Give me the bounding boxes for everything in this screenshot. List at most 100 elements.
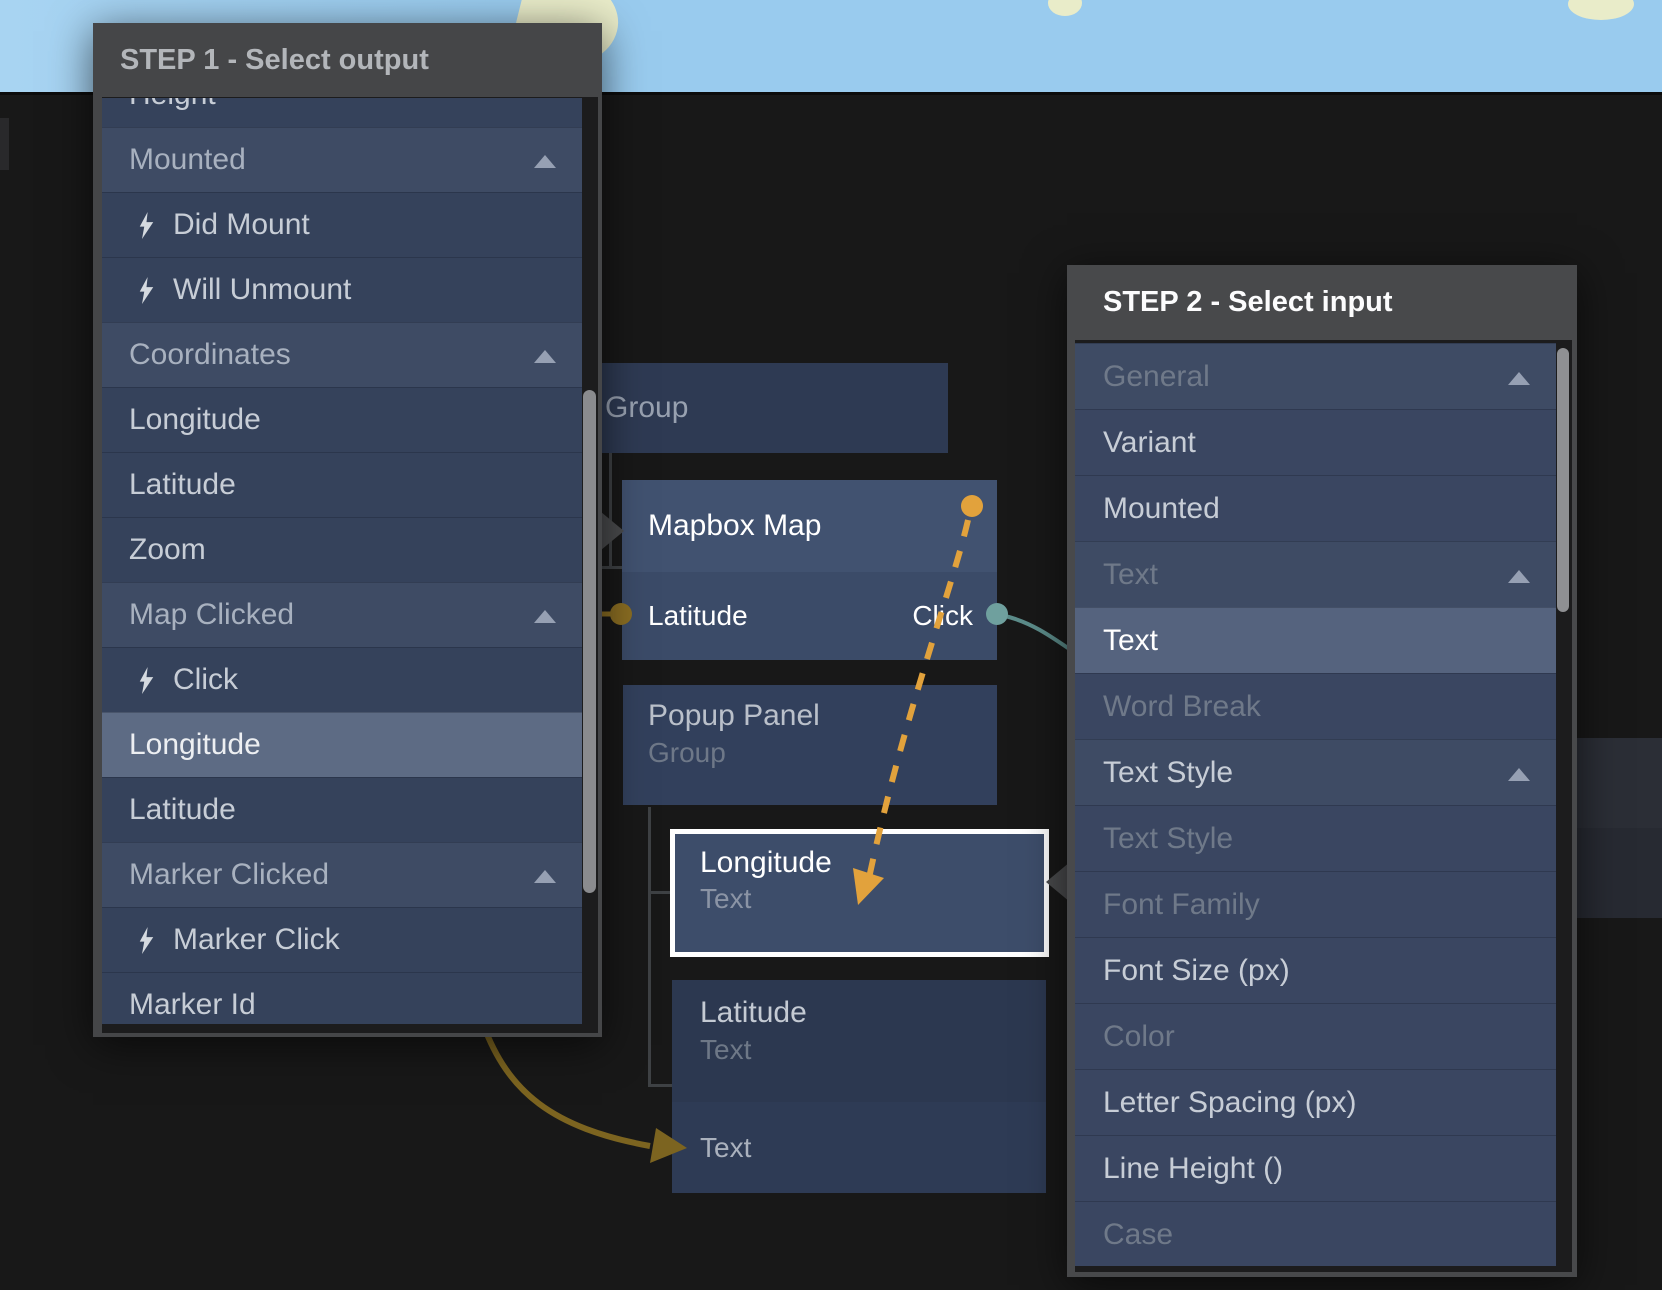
- step2-option-label: Text Style: [1103, 821, 1234, 855]
- step1-scrollbar-thumb[interactable]: [583, 390, 596, 893]
- step1-option-map-clicked[interactable]: Map Clicked: [102, 582, 582, 647]
- step1-option-label: Map Clicked: [129, 598, 295, 631]
- step1-option-longitude[interactable]: Longitude: [102, 712, 582, 777]
- text-input-port-label: Text: [700, 1131, 752, 1163]
- step1-option-longitude[interactable]: Longitude: [102, 387, 582, 452]
- step1-option-label: Coordinates: [129, 338, 291, 371]
- step1-option-marker-id[interactable]: Marker Id: [102, 972, 582, 1024]
- step2-option-variant[interactable]: Variant: [1075, 409, 1556, 475]
- step1-option-marker-click[interactable]: Marker Click: [102, 907, 582, 972]
- step2-option-label: Font Size (px): [1103, 953, 1290, 987]
- tree-line: [600, 566, 622, 569]
- step2-option-label: Letter Spacing (px): [1103, 1085, 1357, 1119]
- step1-option-label: Marker Clicked: [129, 858, 330, 891]
- step2-option-text[interactable]: Text: [1075, 541, 1556, 607]
- latitude-node-type: Text: [700, 1034, 752, 1065]
- step2-option-text[interactable]: Text: [1075, 607, 1556, 673]
- step1-panel-pointer: [601, 512, 624, 550]
- step2-option-letter-spacing-px[interactable]: Letter Spacing (px): [1075, 1069, 1556, 1135]
- step1-panel-header: STEP 1 - Select output: [93, 23, 602, 97]
- step1-option-click[interactable]: Click: [102, 647, 582, 712]
- step1-option-height[interactable]: Height: [102, 98, 582, 127]
- step1-option-will-unmount[interactable]: Will Unmount: [102, 257, 582, 322]
- step2-option-label: Word Break: [1103, 689, 1261, 723]
- latitude-node-title: Latitude: [700, 996, 807, 1029]
- mapbox-map-node-ports: Latitude Click: [622, 572, 997, 660]
- tree-line: [648, 807, 651, 1087]
- latitude-input-port-label[interactable]: Latitude: [648, 600, 748, 631]
- step2-option-text-style[interactable]: Text Style: [1075, 805, 1556, 871]
- text-input-port-row[interactable]: Text: [672, 1102, 1046, 1193]
- lightning-icon: [139, 276, 154, 304]
- step1-option-label: Marker Click: [173, 923, 340, 956]
- latitude-text-node[interactable]: Latitude Text Text: [672, 980, 1046, 1193]
- map-landmass: [1048, 0, 1082, 16]
- mapbox-map-node[interactable]: Mapbox Map Latitude Click: [622, 480, 997, 660]
- step2-option-label: Color: [1103, 1019, 1175, 1053]
- offscreen-node-partial: [1577, 828, 1662, 918]
- step1-select-output-panel: STEP 1 - Select output HeightMountedDid …: [93, 23, 602, 1037]
- popup-panel-node[interactable]: Popup Panel Group: [623, 685, 997, 805]
- step1-option-label: Click: [173, 663, 238, 696]
- step1-option-latitude[interactable]: Latitude: [102, 777, 582, 842]
- mapbox-map-node-header: Mapbox Map: [622, 480, 997, 572]
- step2-option-label: Font Family: [1103, 887, 1260, 921]
- left-edge-widget: [0, 118, 9, 170]
- text-input-connection-curve: [480, 1022, 651, 1149]
- click-output-port-label[interactable]: Click: [912, 600, 973, 631]
- step1-option-label: Latitude: [129, 468, 236, 501]
- step2-option-word-break[interactable]: Word Break: [1075, 673, 1556, 739]
- step2-option-label: Line Height (): [1103, 1151, 1284, 1185]
- step1-option-label: Mounted: [129, 143, 246, 176]
- step2-option-line-height[interactable]: Line Height (): [1075, 1135, 1556, 1201]
- collapse-arrow-icon: [534, 350, 556, 363]
- step2-option-label: Variant: [1103, 425, 1196, 459]
- offscreen-node-partial: [1577, 738, 1662, 828]
- step1-option-label: Height: [129, 98, 216, 112]
- step1-panel-title: STEP 1 - Select output: [120, 43, 429, 76]
- step1-option-marker-clicked[interactable]: Marker Clicked: [102, 842, 582, 907]
- step2-option-color[interactable]: Color: [1075, 1003, 1556, 1069]
- tree-line: [609, 453, 612, 566]
- step2-option-label: Text: [1103, 557, 1159, 591]
- step1-option-label: Longitude: [129, 728, 261, 761]
- group-node[interactable]: Group: [560, 363, 948, 453]
- step1-option-label: Did Mount: [173, 208, 310, 241]
- latitude-node-header: Latitude Text: [672, 980, 1046, 1102]
- step2-option-font-family[interactable]: Font Family: [1075, 871, 1556, 937]
- step1-option-label: Will Unmount: [173, 273, 352, 306]
- step2-option-label: General: [1103, 359, 1210, 393]
- step2-scrollbar-thumb[interactable]: [1557, 348, 1569, 612]
- step2-panel-header: STEP 2 - Select input: [1067, 265, 1577, 340]
- collapse-arrow-icon: [1508, 569, 1530, 583]
- step2-option-label: Text Style: [1103, 755, 1234, 789]
- longitude-text-node[interactable]: Longitude Text: [670, 829, 1049, 957]
- longitude-node-type: Text: [700, 883, 752, 914]
- step2-option-general[interactable]: General: [1075, 343, 1556, 409]
- step1-option-label: Latitude: [129, 793, 236, 826]
- step2-option-label: Case: [1103, 1217, 1174, 1251]
- step1-option-did-mount[interactable]: Did Mount: [102, 192, 582, 257]
- step1-option-mounted[interactable]: Mounted: [102, 127, 582, 192]
- step2-option-case[interactable]: Case: [1075, 1201, 1556, 1266]
- collapse-arrow-icon: [1508, 767, 1530, 781]
- step2-option-text-style[interactable]: Text Style: [1075, 739, 1556, 805]
- step2-option-font-size-px[interactable]: Font Size (px): [1075, 937, 1556, 1003]
- step1-option-coordinates[interactable]: Coordinates: [102, 322, 582, 387]
- group-node-title: Group: [605, 391, 689, 424]
- step1-option-latitude[interactable]: Latitude: [102, 452, 582, 517]
- lightning-icon: [139, 926, 154, 954]
- step1-option-label: Marker Id: [129, 988, 256, 1021]
- longitude-node-title: Longitude: [700, 846, 832, 879]
- collapse-arrow-icon: [534, 610, 556, 623]
- step1-option-zoom[interactable]: Zoom: [102, 517, 582, 582]
- step1-option-label: Zoom: [129, 533, 206, 566]
- map-landmass: [1568, 0, 1634, 20]
- step2-option-mounted[interactable]: Mounted: [1075, 475, 1556, 541]
